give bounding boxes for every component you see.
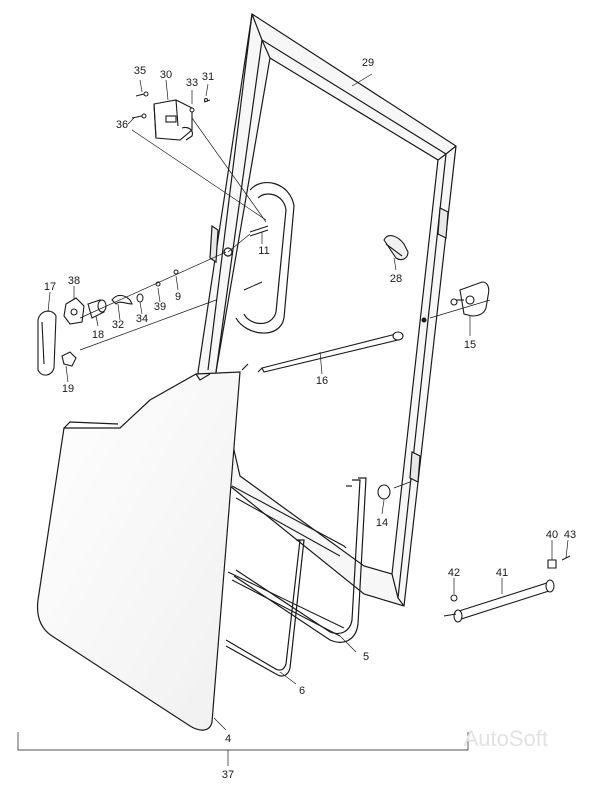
callout-38: 38 — [68, 275, 80, 287]
cylinder-part-18 — [87, 299, 107, 319]
callout-28: 28 — [390, 273, 402, 285]
callout-33: 33 — [186, 77, 198, 89]
callout-34: 34 — [136, 313, 148, 325]
bracket-part-30 — [153, 99, 193, 141]
seal-part-6 — [225, 539, 305, 677]
callout-36: 36 — [116, 119, 128, 131]
clip-part-42 — [450, 594, 458, 602]
bolts-part-11 — [243, 225, 269, 291]
screw-part-9 — [173, 269, 179, 275]
assembly-guide-lines — [79, 117, 491, 351]
callout-4: 4 — [225, 733, 231, 745]
callout-42: 42 — [448, 567, 460, 579]
washer-part-34 — [136, 293, 144, 303]
callout-15: 15 — [464, 339, 476, 351]
seal-part-5 — [233, 477, 367, 643]
gas-strut-16 — [257, 317, 427, 373]
callout-18: 18 — [92, 329, 104, 341]
callout-40: 40 — [546, 529, 558, 541]
clip-part-32 — [111, 294, 133, 305]
callout-39: 39 — [154, 301, 166, 313]
callout-41: 41 — [496, 567, 508, 579]
callout-35: 35 — [134, 65, 146, 77]
escutcheon-part-38 — [63, 297, 85, 325]
callout-32: 32 — [112, 319, 124, 331]
callout-16: 16 — [316, 375, 328, 387]
screws-30-assembly — [131, 91, 211, 119]
callout-14: 14 — [376, 517, 388, 529]
handle-part-17 — [37, 310, 57, 376]
callout-19: 19 — [62, 383, 74, 395]
handle-part-28 — [383, 235, 409, 261]
leader-14-to-frame — [393, 481, 411, 489]
callout-9: 9 — [175, 291, 181, 303]
callout-30: 30 — [160, 69, 172, 81]
latch-part-15 — [450, 281, 490, 317]
buffer-part-14 — [377, 484, 391, 500]
callout-37: 37 — [222, 769, 234, 781]
callout-17: 17 — [44, 281, 56, 293]
watermark-text: AutoSoft — [464, 726, 548, 751]
callout-5: 5 — [363, 651, 369, 663]
door-frame — [197, 12, 457, 607]
callout-43: 43 — [564, 529, 576, 541]
callout-6: 6 — [299, 685, 305, 697]
gas-strut-41 — [443, 579, 555, 623]
callout-labels: 29 35 30 33 31 36 11 28 17 38 9 39 34 32… — [44, 57, 576, 781]
glass-panel-4 — [36, 363, 249, 731]
callout-31: 31 — [202, 71, 214, 83]
callout-29: 29 — [362, 57, 374, 69]
leader-lines — [17, 73, 569, 766]
callout-11: 11 — [258, 245, 269, 257]
pin-part-40 — [547, 559, 557, 569]
cap-part-19 — [61, 351, 77, 367]
